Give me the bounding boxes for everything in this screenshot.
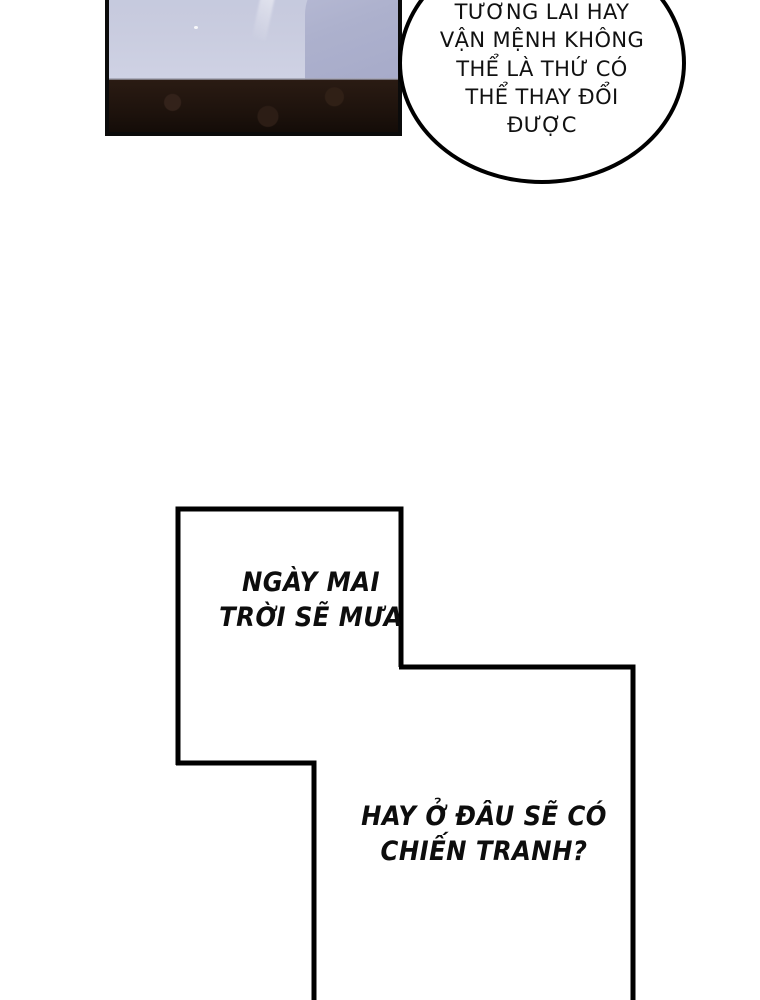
caption-rain-tomorrow: NGÀY MAI TRỜI SẼ MƯA: [217, 566, 406, 635]
bubble-line-4: THỂ THAY ĐỔI: [465, 85, 619, 110]
frame-upper-outline: [175, 506, 404, 765]
speech-bubble-text: TƯƠNG LAI HAY VẬN MỆNH KHÔNG THỂ LÀ THỨ …: [402, 0, 682, 140]
caption-rain-line-2: TRỜI SẼ MƯA: [219, 601, 403, 633]
bubble-line-3: THỂ LÀ THỨ CÓ: [456, 56, 628, 81]
figure-shoulders: [305, 0, 398, 82]
top-photo-panel: [105, 0, 402, 136]
caption-rain-line-1: NGÀY MAI: [241, 567, 380, 598]
bubble-line-2: VẬN MỆNH KHÔNG: [439, 28, 645, 53]
ground-region: [109, 80, 398, 132]
bubble-line-1: TƯƠNG LAI HAY: [454, 0, 630, 24]
caption-war-line-1: HAY Ở ĐÂU SẼ CÓ: [361, 801, 607, 832]
caption-war-line-2: CHIẾN TRANH?: [380, 835, 588, 867]
frame-left-step: [176, 760, 317, 1000]
speech-bubble-future-fate: TƯƠNG LAI HAY VẬN MỆNH KHÔNG THỂ LÀ THỨ …: [398, 0, 686, 184]
sky-streak: [251, 0, 281, 41]
caption-war-somewhere: HAY Ở ĐÂU SẼ CÓ CHIẾN TRANH?: [359, 800, 609, 869]
sky-speck: [194, 26, 198, 29]
bubble-line-5: ĐƯỢC: [507, 113, 577, 138]
horizon-line: [109, 78, 398, 81]
